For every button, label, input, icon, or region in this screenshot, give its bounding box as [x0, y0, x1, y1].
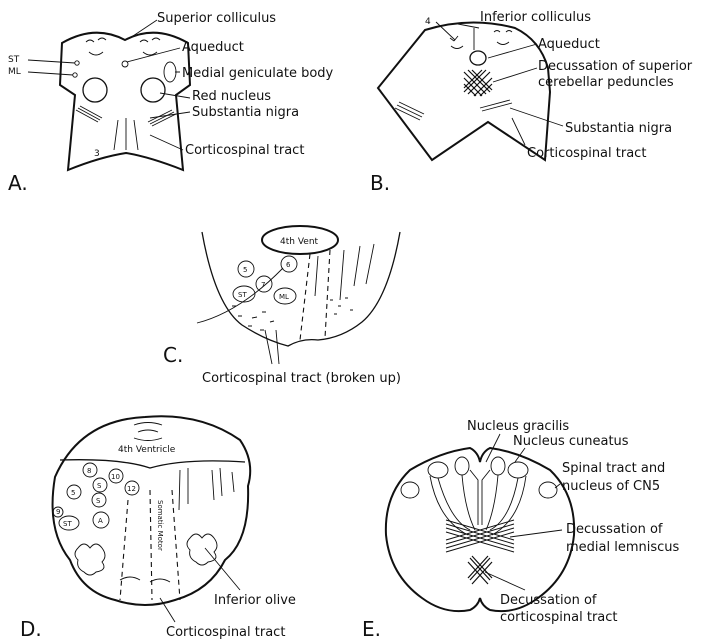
panel-d-letter: D.	[20, 617, 42, 641]
label-inferior-colliculus: Inferior colliculus	[480, 10, 591, 25]
label-somatic-motor: Somatic Motor	[156, 500, 164, 551]
label-d-a: A	[98, 517, 103, 525]
label-c-ml: ML	[279, 293, 289, 301]
label-c-6: 6	[286, 261, 291, 269]
label-substantia-nigra: Substantia nigra	[192, 105, 299, 120]
label-d-12: 12	[127, 485, 136, 493]
label-4th-ventricle: 4th Ventricle	[118, 445, 176, 455]
label-d-st: ST	[63, 520, 72, 528]
panel-e: Nucleus gracilis Nucleus cuneatus Spinal…	[362, 419, 680, 641]
label-decussation-1: Decussation of superior	[538, 59, 693, 74]
label-cn4: 4	[425, 17, 431, 27]
label-decussation-ml-1: Decussation of	[566, 522, 663, 537]
label-decussation-ml-2: medial lemniscus	[566, 540, 680, 555]
label-decussation-cs-1: Decussation of	[500, 593, 597, 608]
label-corticospinal-broken-up: Corticospinal tract (broken up)	[202, 371, 401, 386]
panel-a: Superior colliculus Aqueduct Medial geni…	[8, 11, 334, 195]
label-red-nucleus: Red nucleus	[192, 89, 271, 104]
label-d-5: 5	[71, 489, 75, 497]
panel-d: 4th Ventricle 8 S 10 5 S 12 A ST 9 Somat…	[20, 416, 296, 641]
panel-b-letter: B.	[370, 171, 390, 195]
label-inferior-olive: Inferior olive	[214, 593, 296, 608]
label-ml: ML	[8, 67, 21, 77]
label-aqueduct: Aqueduct	[538, 37, 600, 52]
label-st: ST	[8, 55, 20, 65]
label-d-9: 9	[56, 508, 60, 516]
label-medial-geniculate-body: Medial geniculate body	[182, 66, 334, 81]
label-d-s2: S	[96, 497, 101, 505]
label-corticospinal-tract: Corticospinal tract	[166, 625, 285, 640]
label-corticospinal-tract: Corticospinal tract	[185, 143, 304, 158]
label-d-8: 8	[87, 467, 91, 475]
panel-e-letter: E.	[362, 617, 381, 641]
panel-a-letter: A.	[8, 171, 28, 195]
label-d-s1: S	[97, 482, 102, 490]
label-nucleus-cuneatus: Nucleus cuneatus	[513, 434, 629, 449]
label-cn3: 3	[94, 149, 100, 159]
label-corticospinal-tract: Corticospinal tract	[527, 146, 646, 161]
label-superior-colliculus: Superior colliculus	[157, 11, 276, 26]
label-spinal-tract-2: nucleus of CN5	[562, 479, 660, 494]
label-decussation-2: cerebellar peduncles	[538, 75, 674, 90]
label-d-10: 10	[111, 473, 120, 481]
label-spinal-tract-1: Spinal tract and	[562, 461, 665, 476]
panel-a-outline	[60, 33, 190, 170]
label-c-st: ST	[238, 291, 247, 299]
label-substantia-nigra: Substantia nigra	[565, 121, 672, 136]
label-aqueduct: Aqueduct	[182, 40, 244, 55]
label-c-5: 5	[243, 266, 247, 274]
panel-c-letter: C.	[163, 343, 183, 367]
label-nucleus-gracilis: Nucleus gracilis	[467, 419, 569, 434]
label-decussation-cs-2: corticospinal tract	[500, 610, 618, 625]
panel-c: 4th Vent 5 6 7 ST ML Corticospinal tract…	[163, 226, 401, 386]
label-4th-vent: 4th Vent	[280, 237, 319, 247]
panel-b: Inferior colliculus Aqueduct Decussation…	[370, 10, 693, 195]
corticospinal-bundles	[232, 298, 353, 330]
